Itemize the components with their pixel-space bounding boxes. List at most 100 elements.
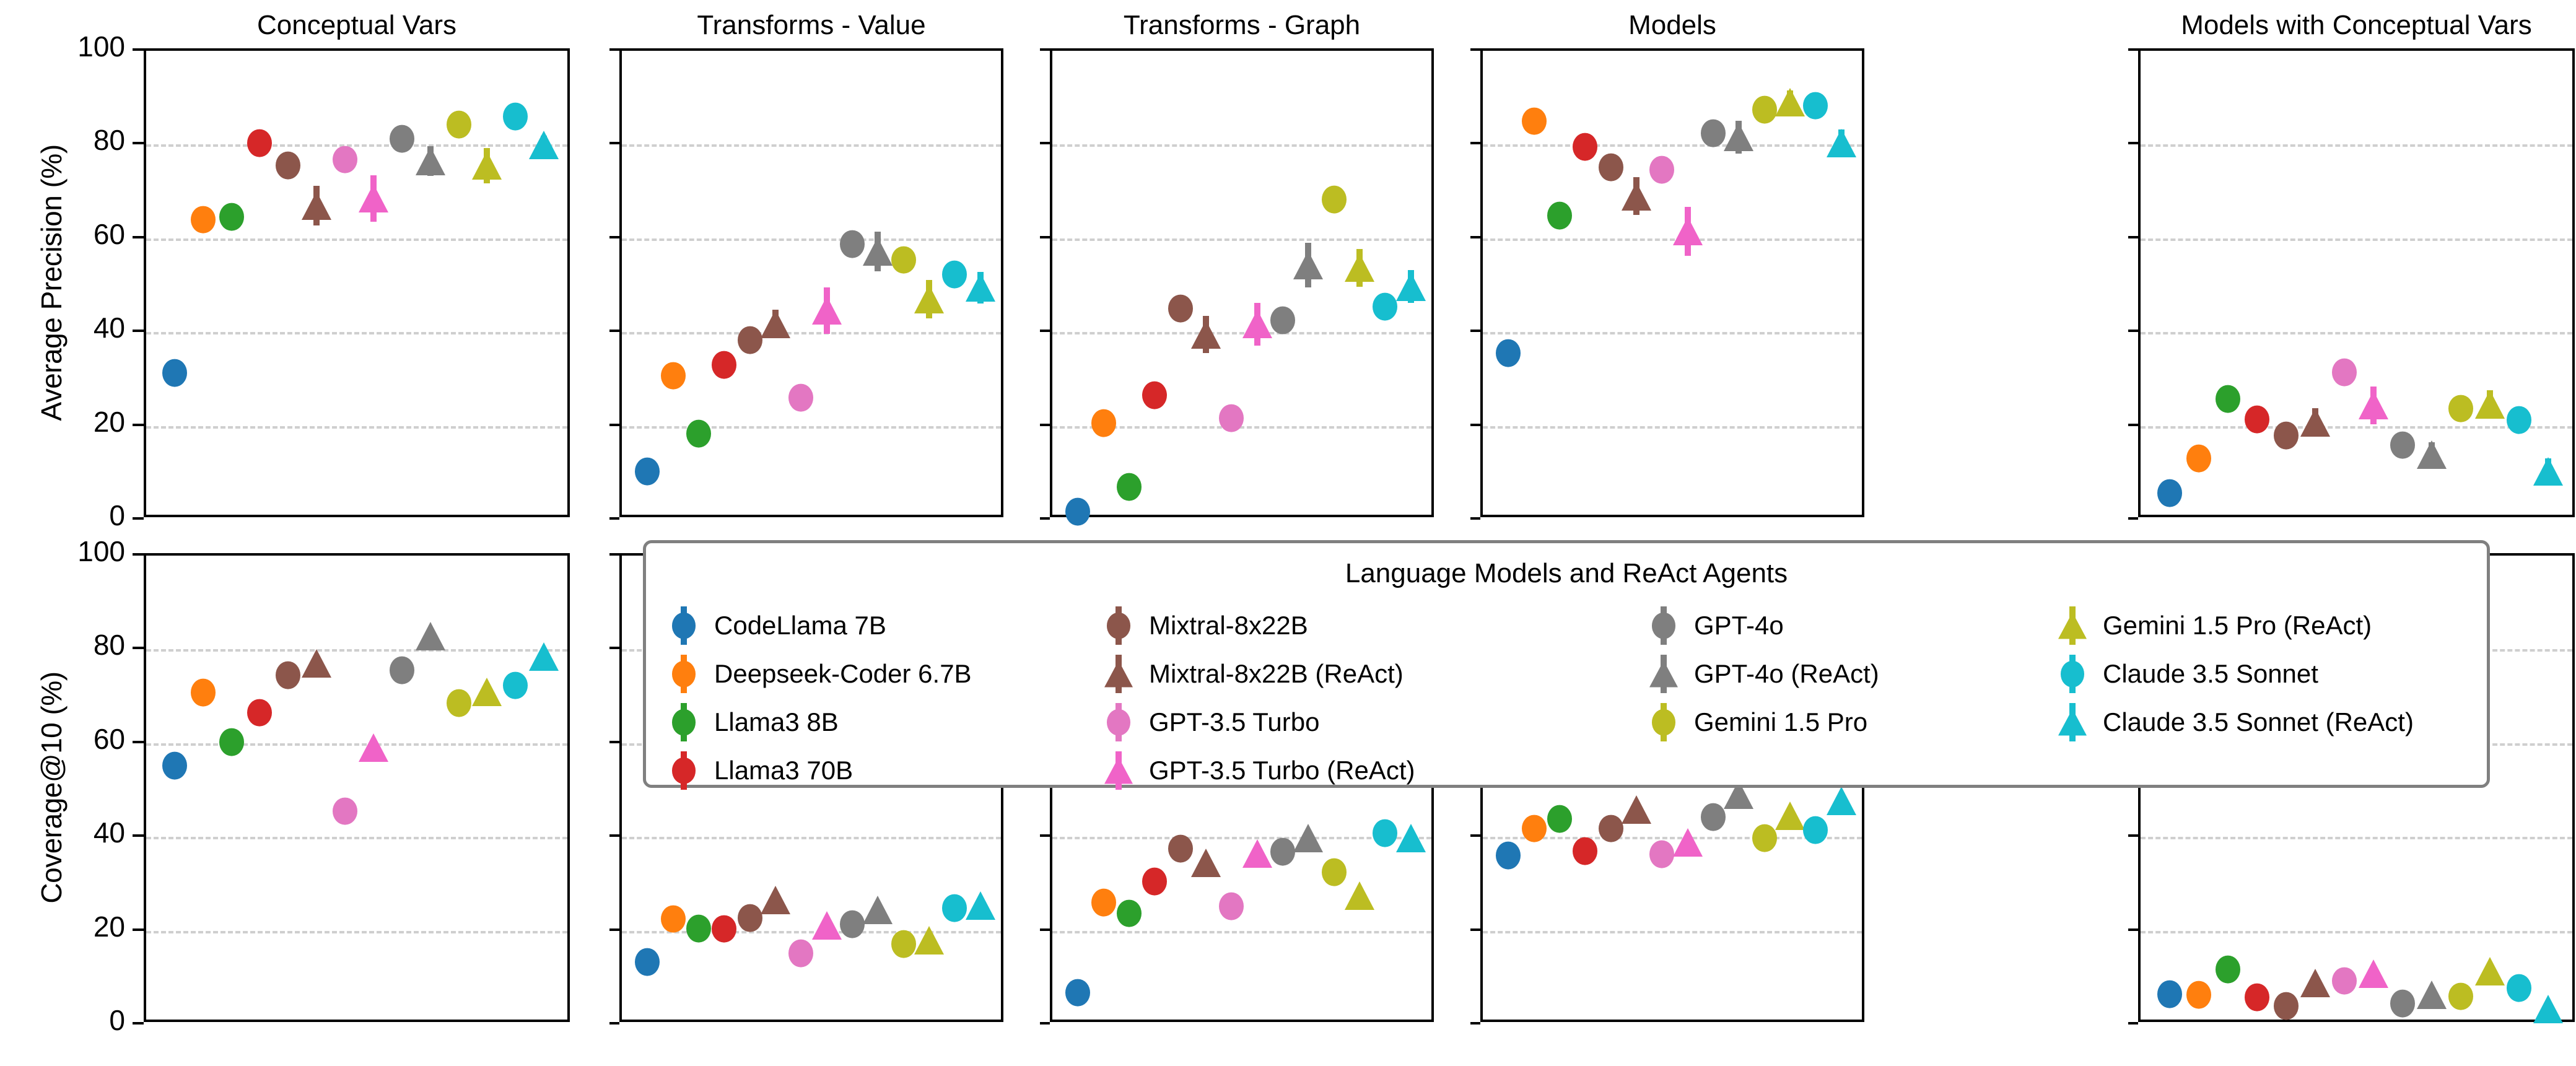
data-point [914,285,944,314]
data-point [1065,979,1091,1007]
legend-item-13[interactable]: Claude 3.5 Sonnet (ReAct) [2058,701,2414,744]
data-point [1775,802,1805,831]
data-point [1775,88,1805,117]
data-point [302,649,332,678]
y-tick [2128,928,2138,931]
legend-item-label: Mixtral-8x22B [1149,611,1308,640]
data-point [2475,957,2505,986]
legend-item-9[interactable]: GPT-4o (ReAct) [1649,652,1879,696]
legend-item-6[interactable]: GPT-3.5 Turbo [1104,701,1319,744]
y-tick [609,740,619,743]
data-point [1242,839,1272,868]
legend-item-0[interactable]: CodeLlama 7B [670,604,886,647]
data-point [2157,980,2182,1008]
legend-item-11[interactable]: Gemini 1.5 Pro (ReAct) [2058,604,2372,647]
data-point [1701,803,1726,831]
y-tick-label: 40 [93,312,125,344]
data-point [2475,390,2505,419]
legend-item-1[interactable]: Deepseek-Coder 6.7B [670,652,972,696]
data-point [162,359,187,387]
data-point [2417,981,2447,1010]
gridline-20 [2141,426,2572,429]
panel-title-1: Transforms - Value [697,10,926,40]
data-point [788,939,814,968]
data-point [2216,385,2240,413]
data-point [1168,834,1193,863]
data-point [219,728,244,756]
data-point [302,191,332,220]
y-tick [133,1022,144,1024]
data-point [1826,129,1856,158]
data-point [2533,457,2563,486]
y-tick [609,330,619,333]
data-point [1373,292,1398,321]
y-tick [133,235,144,238]
legend-item-10[interactable]: Gemini 1.5 Pro [1649,701,1867,744]
legend-item-5[interactable]: Mixtral-8x22B (ReAct) [1104,652,1404,696]
legend-item-12[interactable]: Claude 3.5 Sonnet [2058,652,2318,696]
legend-item-label: GPT-3.5 Turbo [1149,707,1320,736]
data-point [2300,408,2330,437]
data-point [1345,253,1374,282]
data-point [840,910,865,938]
data-point [2390,431,2415,460]
data-point [190,678,216,707]
legend-item-label: Claude 3.5 Sonnet [2103,659,2318,688]
legend-item-3[interactable]: Llama3 70B [670,749,853,792]
gridline-40 [1483,837,1862,840]
data-point [1168,294,1193,323]
data-point [190,206,216,234]
data-point [1622,795,1651,824]
gridline-40 [146,837,567,840]
data-point [503,671,528,700]
legend-item-7[interactable]: GPT-3.5 Turbo (ReAct) [1104,749,1415,792]
data-point [635,948,660,976]
data-point [1752,824,1777,852]
panel-title-0: Conceptual Vars [256,10,457,40]
legend-item-8[interactable]: GPT-4o [1649,604,1784,647]
legend-marker-icon [670,749,698,792]
y-tick-label: 80 [93,124,125,157]
data-point [1521,107,1547,135]
data-point [358,733,388,762]
data-point [446,689,471,717]
data-point [1091,888,1116,917]
data-point [2359,959,2388,989]
plot-panel-r0c3 [1480,48,1864,517]
data-point [965,891,995,920]
legend-item-4[interactable]: Mixtral-8x22B [1104,604,1308,647]
data-point [712,351,737,379]
legend-item-label: Mixtral-8x22B (ReAct) [1149,659,1404,688]
y-tick [609,928,619,931]
gridline-20 [622,426,1001,429]
legend-item-label: GPT-4o (ReAct) [1694,659,1879,688]
y-tick [1470,928,1480,931]
legend-marker-icon [670,701,698,744]
data-point [2216,956,2240,984]
data-point [2390,989,2415,1018]
y-tick [2128,48,2138,51]
y-tick [609,647,619,650]
gridline-20 [1483,930,1862,933]
data-point [1345,881,1374,910]
data-point [2274,992,2299,1020]
y-tick [2128,330,2138,333]
data-point [503,102,528,131]
gridline-40 [2141,837,2572,840]
y-tick [133,647,144,650]
legend-item-2[interactable]: Llama3 8B [670,701,839,744]
panel-title-2: Transforms - Graph [1123,10,1361,40]
y-tick-label: 0 [109,1004,125,1036]
legend-item-label: GPT-3.5 Turbo (ReAct) [1149,756,1415,785]
data-point [942,894,967,922]
data-point [2332,967,2357,995]
data-point [2507,974,2531,1002]
data-point [358,184,388,213]
gridline-40 [1052,837,1431,840]
data-point [1573,133,1598,161]
y-tick-label: 20 [93,405,125,438]
legend-marker-icon [670,652,698,696]
gridline-20 [146,930,567,933]
y-tick [1040,1022,1050,1024]
